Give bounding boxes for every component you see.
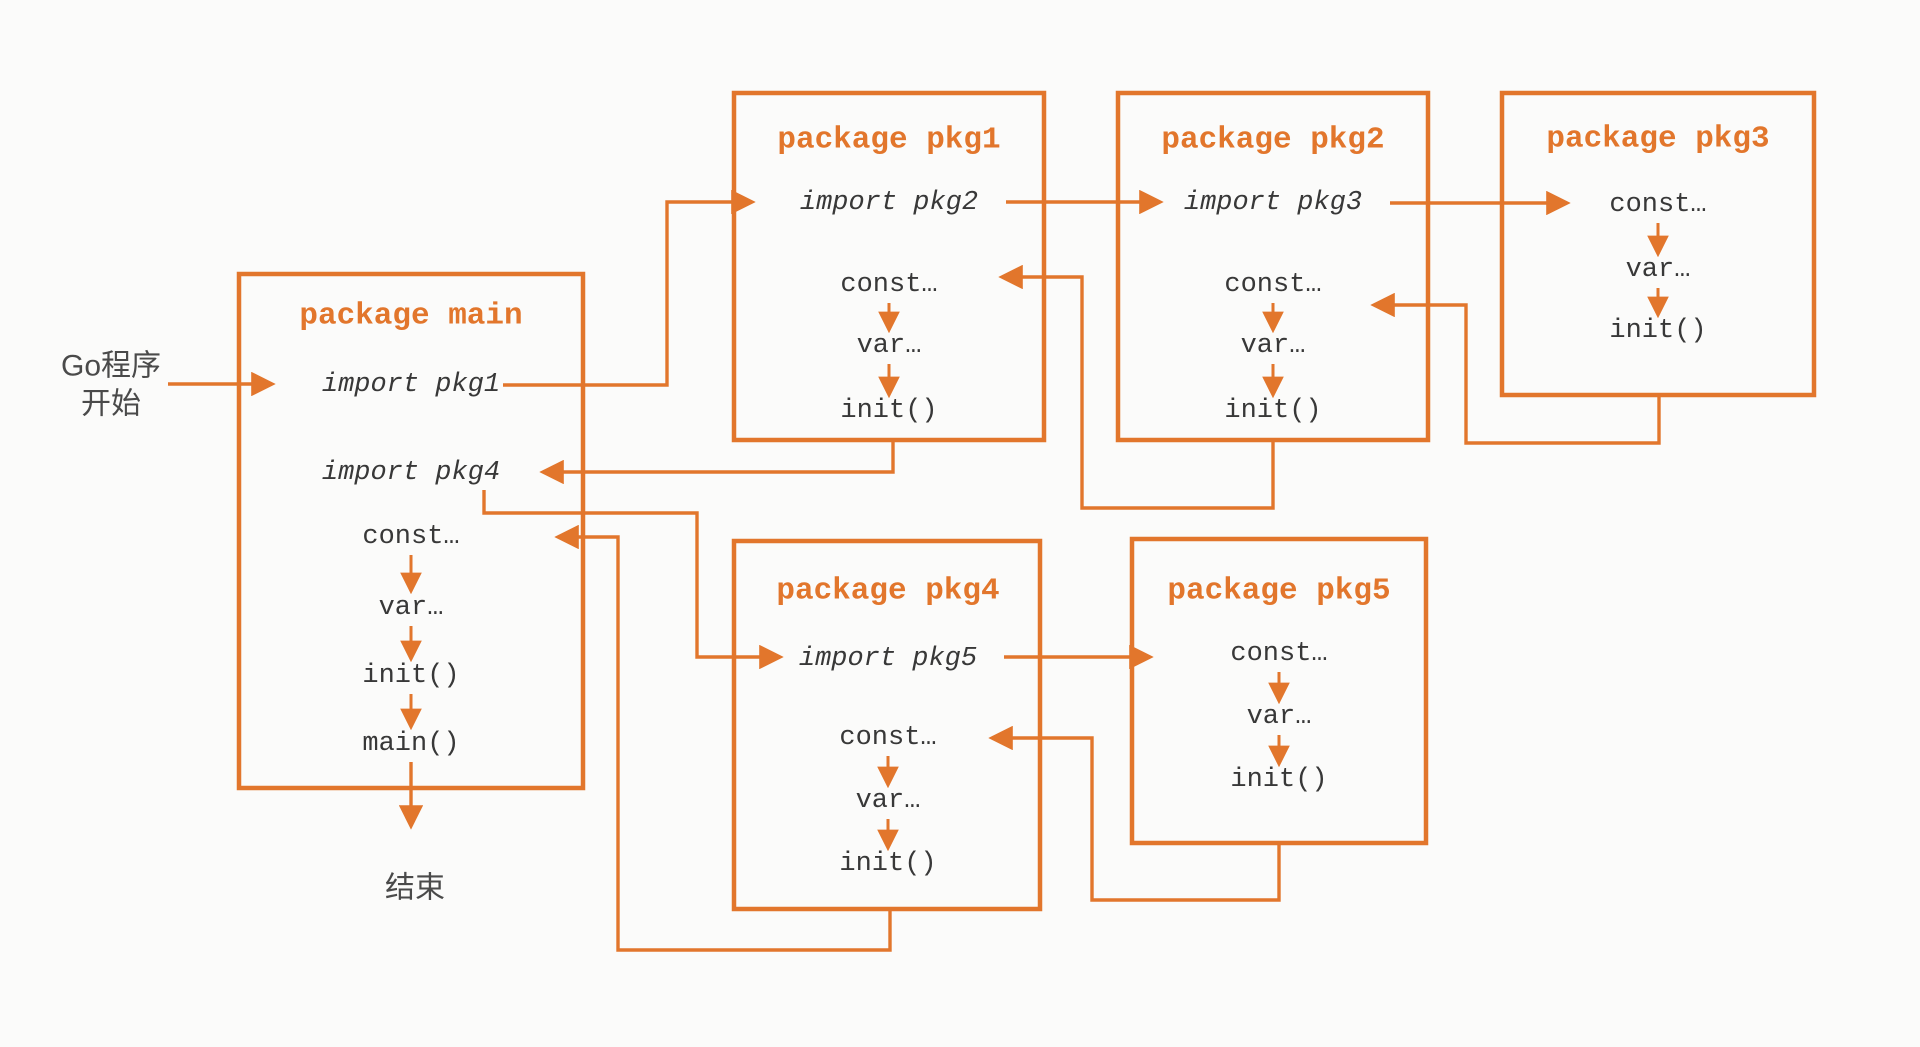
row-pkg4-init: init() <box>839 849 936 879</box>
title-package-pkg4: package pkg4 <box>776 574 999 609</box>
row-pkg4-import-pkg5: import pkg5 <box>799 644 977 674</box>
row-pkg1-const: const… <box>840 270 937 300</box>
row-pkg3-init: init() <box>1609 316 1706 346</box>
row-main-var: var… <box>379 593 444 623</box>
connector-main-import-to-pkg4 <box>482 490 784 670</box>
row-pkg4-var: var… <box>856 786 921 816</box>
row-pkg1-import-pkg2: import pkg2 <box>800 188 978 218</box>
row-pkg2-init: init() <box>1224 396 1321 426</box>
row-main-import-pkg1: import pkg1 <box>322 370 500 400</box>
row-main-const: const… <box>362 522 459 552</box>
connector-main-import-to-pkg1 <box>503 189 756 387</box>
box-package-pkg1 <box>731 90 1047 443</box>
start-label-line2: 开始 <box>81 388 141 421</box>
connector-pkg3-init-return-to-pkg2 <box>1370 292 1661 445</box>
row-pkg1-var: var… <box>857 331 922 361</box>
row-pkg3-const: const… <box>1609 190 1706 220</box>
end-label: 结束 <box>385 872 445 905</box>
row-main-init: init() <box>362 661 459 691</box>
row-pkg2-var: var… <box>1241 331 1306 361</box>
row-main-import-pkg4: import pkg4 <box>322 458 500 488</box>
row-pkg5-const: const… <box>1230 639 1327 669</box>
connector-pkg2-init-return-to-pkg1 <box>998 264 1275 510</box>
title-package-pkg2: package pkg2 <box>1161 123 1384 158</box>
title-package-main: package main <box>299 299 522 334</box>
title-package-pkg5: package pkg5 <box>1167 574 1390 609</box>
connector-pkg5-init-return-to-pkg4 <box>988 725 1281 902</box>
row-main-main: main() <box>362 729 459 759</box>
connector-pkg4-init-return-to-main <box>554 524 892 952</box>
start-label-line1: Go程序 <box>61 350 161 383</box>
title-package-pkg1: package pkg1 <box>777 123 1000 158</box>
title-package-pkg3: package pkg3 <box>1546 122 1769 157</box>
box-package-pkg4 <box>731 538 1043 912</box>
row-pkg5-var: var… <box>1247 702 1312 732</box>
row-pkg3-var: var… <box>1626 255 1691 285</box>
row-pkg5-init: init() <box>1230 765 1327 795</box>
connector-pkg1-init-return-to-main-import-pkg4 <box>539 440 895 485</box>
row-pkg1-init: init() <box>840 396 937 426</box>
row-pkg2-const: const… <box>1224 270 1321 300</box>
row-pkg4-const: const… <box>839 723 936 753</box>
row-pkg2-import-pkg3: import pkg3 <box>1184 188 1362 218</box>
